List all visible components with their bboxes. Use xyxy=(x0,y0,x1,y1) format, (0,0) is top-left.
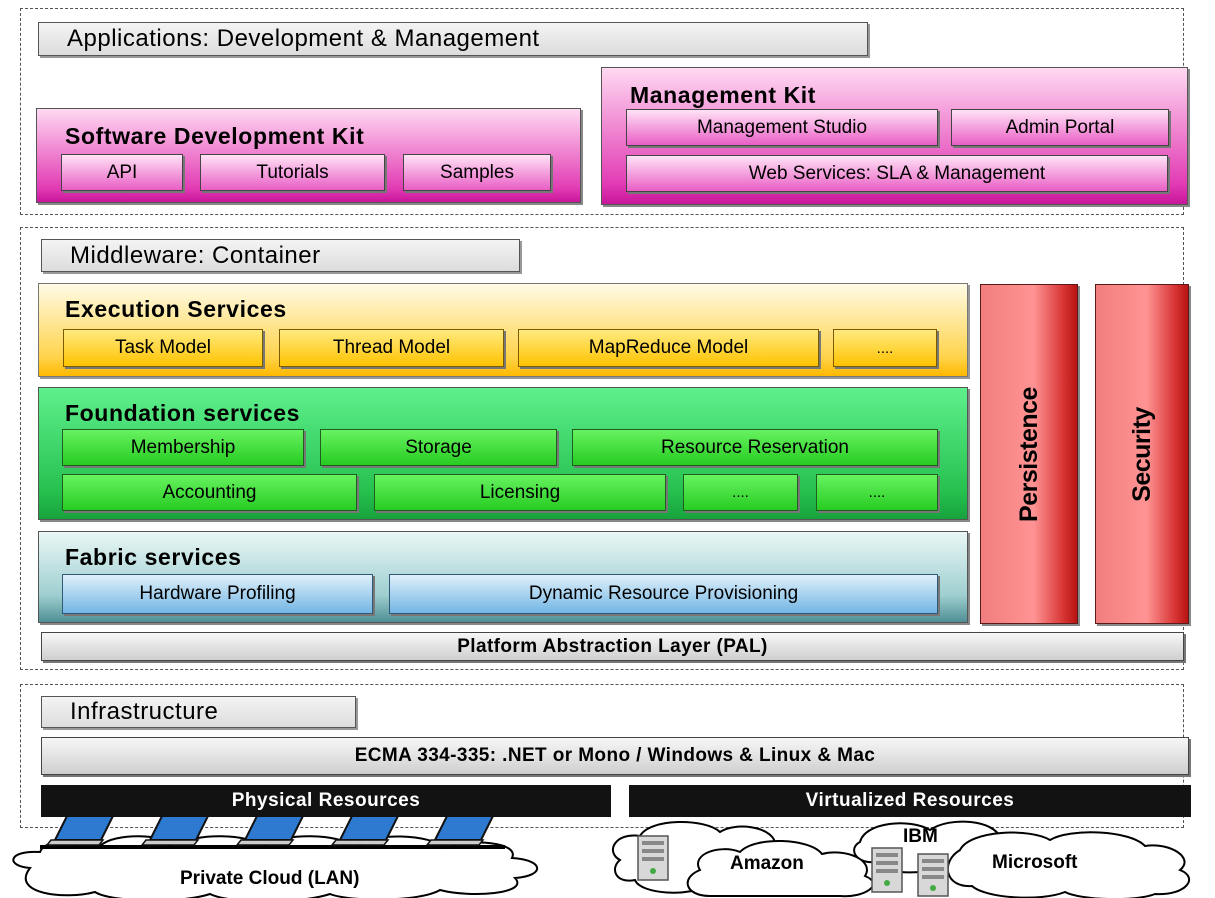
licensing-box: Licensing xyxy=(374,474,666,511)
amazon-label: Amazon xyxy=(730,853,804,874)
task-model-box: Task Model xyxy=(63,329,263,367)
laptop-icon xyxy=(330,815,400,848)
foundation-more-box-2: .... xyxy=(816,474,938,511)
membership-box: Membership xyxy=(62,429,304,466)
api-box: API xyxy=(61,154,183,191)
security-label: Security xyxy=(1127,406,1156,502)
cloud-icon xyxy=(686,840,874,898)
hardware-profiling-box: Hardware Profiling xyxy=(62,574,373,614)
laptop-icon xyxy=(425,815,495,848)
dynamic-resource-provisioning-box: Dynamic Resource Provisioning xyxy=(389,574,938,614)
middleware-header: Middleware: Container xyxy=(41,239,520,272)
foundation-more-box-1: .... xyxy=(683,474,798,511)
mapreduce-model-box: MapReduce Model xyxy=(518,329,819,367)
pal-bar: Platform Abstraction Layer (PAL) xyxy=(41,632,1184,661)
web-services-box: Web Services: SLA & Management xyxy=(626,155,1168,192)
storage-box: Storage xyxy=(320,429,557,466)
applications-header: Applications: Development & Management xyxy=(38,22,868,56)
server-icon xyxy=(917,853,949,897)
laptop-icon xyxy=(235,815,305,848)
microsoft-label: Microsoft xyxy=(992,852,1078,873)
private-cloud-graphic xyxy=(12,815,538,898)
virtualized-resources-bar: Virtualized Resources xyxy=(629,785,1191,817)
persistence-label: Persistence xyxy=(1014,386,1043,522)
execution-more-box: .... xyxy=(833,329,937,367)
sdk-title: Software Development Kit xyxy=(65,123,365,149)
persistence-column: Persistence xyxy=(980,284,1078,624)
server-icon xyxy=(637,835,669,881)
server-icon xyxy=(871,847,903,893)
laptop-icon xyxy=(45,815,115,848)
cloud-icon xyxy=(946,831,1191,898)
management-studio-box: Management Studio xyxy=(626,109,938,146)
foundation-services-title: Foundation services xyxy=(65,400,301,426)
admin-portal-box: Admin Portal xyxy=(951,109,1169,146)
public-clouds-graphic xyxy=(611,820,1191,898)
fabric-services-title: Fabric services xyxy=(65,544,242,570)
tutorials-box: Tutorials xyxy=(200,154,385,191)
laptop-icon xyxy=(140,815,210,848)
security-column: Security xyxy=(1095,284,1189,624)
private-cloud-icon xyxy=(12,835,538,898)
thread-model-box: Thread Model xyxy=(279,329,504,367)
samples-box: Samples xyxy=(403,154,551,191)
laptop-icons xyxy=(45,815,495,848)
execution-services-title: Execution Services xyxy=(65,296,287,322)
physical-resources-bar: Physical Resources xyxy=(41,785,611,817)
ibm-label: IBM xyxy=(903,826,938,847)
ecma-bar: ECMA 334-335: .NET or Mono / Windows & L… xyxy=(41,737,1189,775)
management-kit-title: Management Kit xyxy=(630,82,817,108)
private-cloud-label: Private Cloud (LAN) xyxy=(180,868,360,889)
infrastructure-header: Infrastructure xyxy=(41,696,356,728)
accounting-box: Accounting xyxy=(62,474,357,511)
resource-reservation-box: Resource Reservation xyxy=(572,429,938,466)
